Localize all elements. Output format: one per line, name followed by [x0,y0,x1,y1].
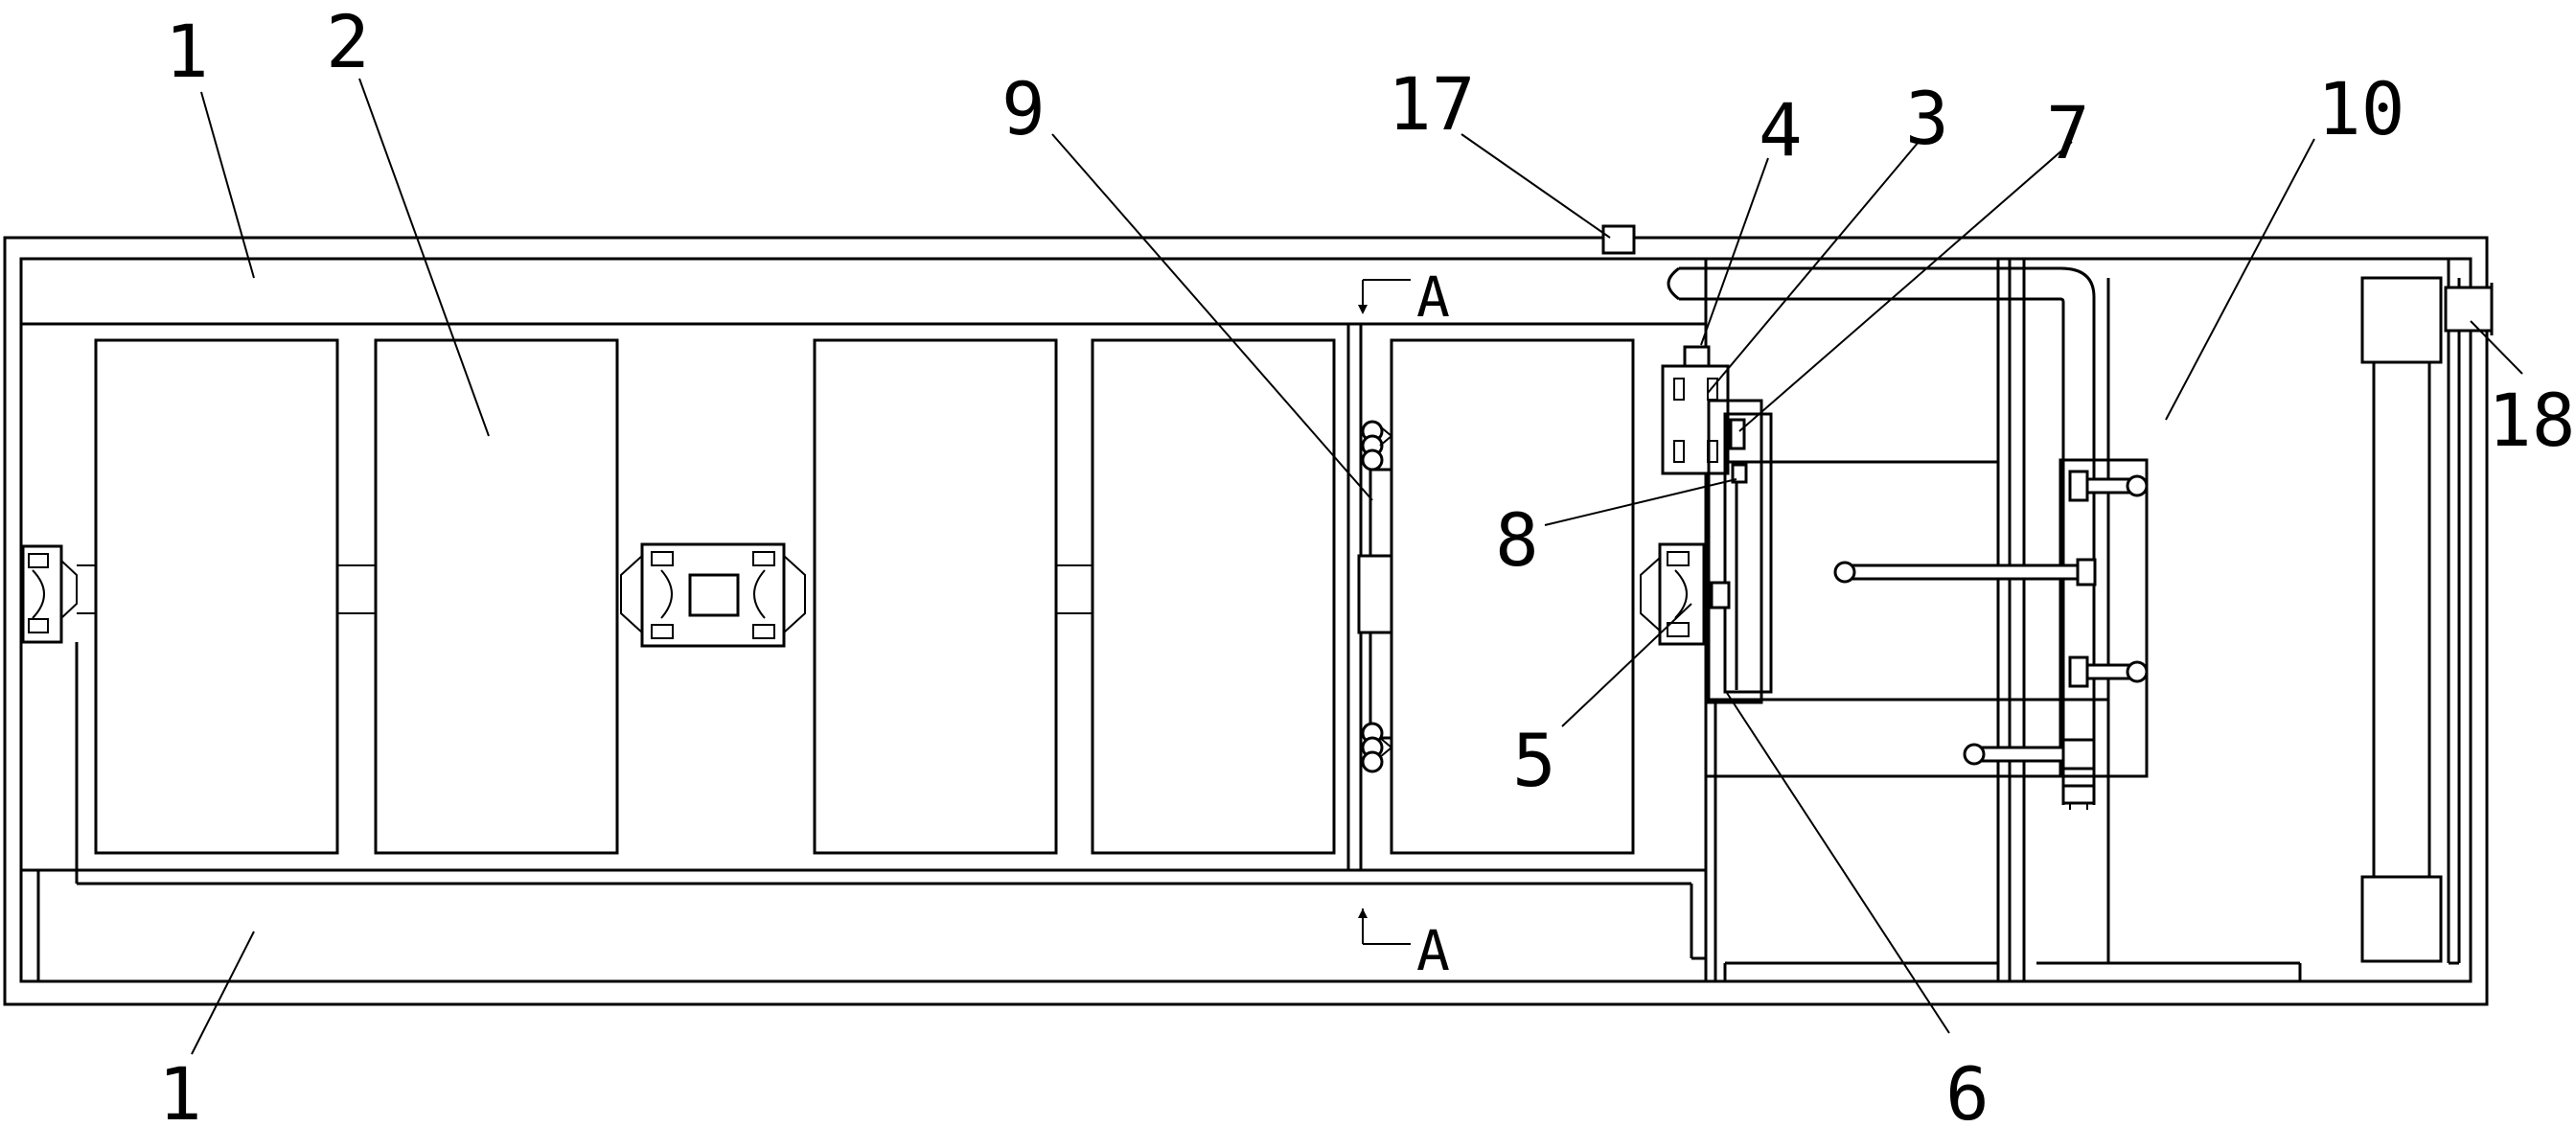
label-6: 6 [1945,1051,1990,1127]
outer-frame [3,236,2489,1006]
bottom-rail [21,642,1706,981]
label-7: 7 [2046,90,2090,175]
right-bearing [1640,542,1706,646]
label-8: 8 [1495,497,1539,583]
label-9: 9 [1001,66,1046,151]
part-17-box [1601,224,1636,255]
reference-numerals: 1 2 9 17 4 3 7 10 18 8 5 6 1 [158,0,2576,1127]
leader-lines [191,78,2523,1055]
label-17: 17 [1388,61,1476,147]
top-pipe [1667,266,2096,810]
section-marker-bottom: A [1358,908,1450,983]
right-end [2360,259,2494,965]
section-label-top: A [1416,264,1450,330]
label-18: 18 [2488,378,2576,463]
label-2: 2 [326,0,370,84]
valve-assembly [1661,345,1773,704]
label-1-bottom: 1 [158,1051,202,1127]
plate-group [77,338,1635,855]
spray-arms [1833,470,2149,770]
label-3: 3 [1905,76,1949,161]
label-5: 5 [1512,718,1556,803]
label-1-top: 1 [165,9,209,94]
center-coupling [620,542,806,648]
section-label-bottom: A [1416,918,1450,983]
left-bearing [21,544,78,644]
right-compartment [1704,259,2302,981]
divider-assembly [1346,324,1393,870]
label-10: 10 [2317,66,2405,151]
label-4: 4 [1759,87,1803,172]
section-marker-top: A [1358,264,1450,330]
